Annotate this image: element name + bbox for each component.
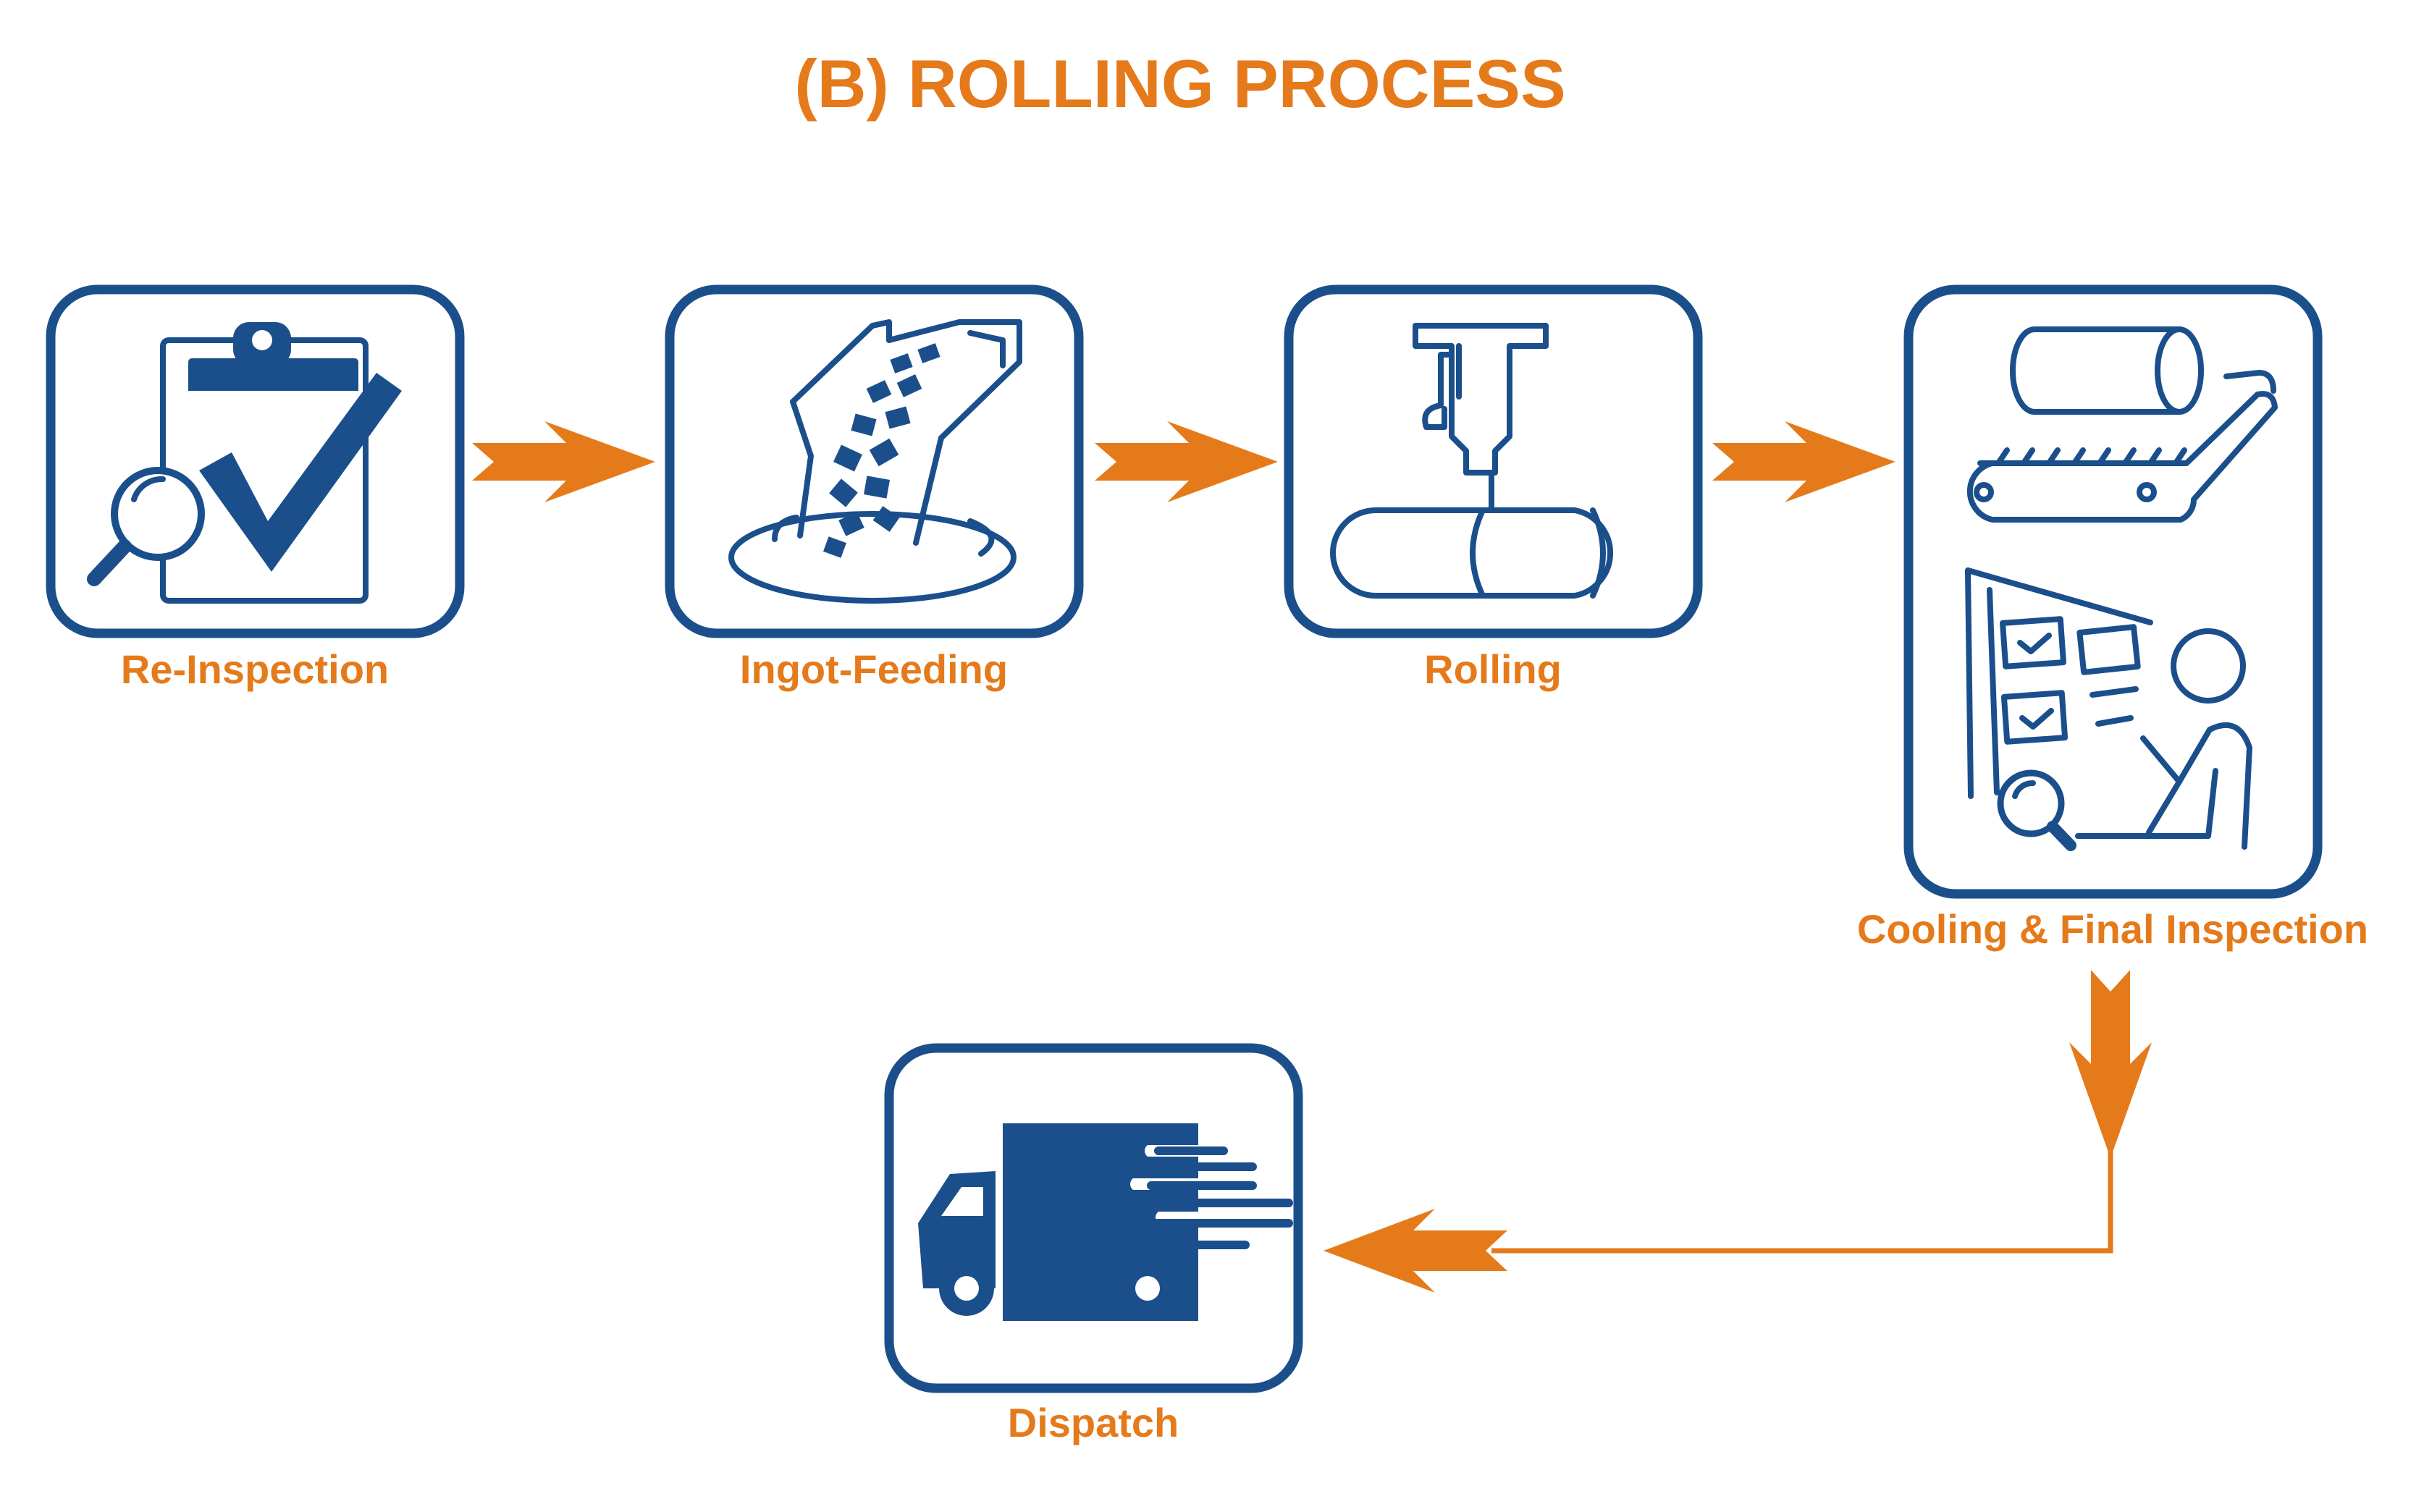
step-box (665, 284, 1084, 638)
step-label: Dispatch (1008, 1400, 1179, 1445)
step-re-inspection: Re-Inspection (46, 284, 465, 692)
flow-arrow-down (2069, 970, 2152, 1158)
step-rolling: Rolling (1284, 284, 1703, 692)
flow-arrow-1 (472, 421, 655, 502)
flow-arrow-left (1323, 1209, 1507, 1293)
clipboard-check-magnifier-icon (87, 322, 402, 604)
step-label: Rolling (1424, 646, 1562, 692)
conveyor-inspector-icon (1965, 326, 2278, 851)
step-dispatch: Dispatch (884, 1043, 1303, 1445)
rolling-mill-icon (1330, 323, 1614, 599)
step-cooling-final-inspection: Cooling & Final Inspection (1857, 284, 2368, 952)
delivery-truck-icon (918, 1123, 1293, 1321)
flow-arrow-3 (1712, 421, 1895, 502)
step-label: Re-Inspection (121, 646, 389, 692)
step-ingot-feeding: Ingot-Feeding (665, 284, 1084, 692)
flow-connector-line (1491, 1140, 2113, 1254)
flow-arrow-2 (1095, 421, 1278, 502)
diagram-title: (B) ROLLING PROCESS (794, 46, 1565, 122)
ingot-chute-icon (728, 319, 1022, 604)
step-label: Cooling & Final Inspection (1857, 906, 2368, 952)
step-label: Ingot-Feeding (740, 646, 1008, 692)
